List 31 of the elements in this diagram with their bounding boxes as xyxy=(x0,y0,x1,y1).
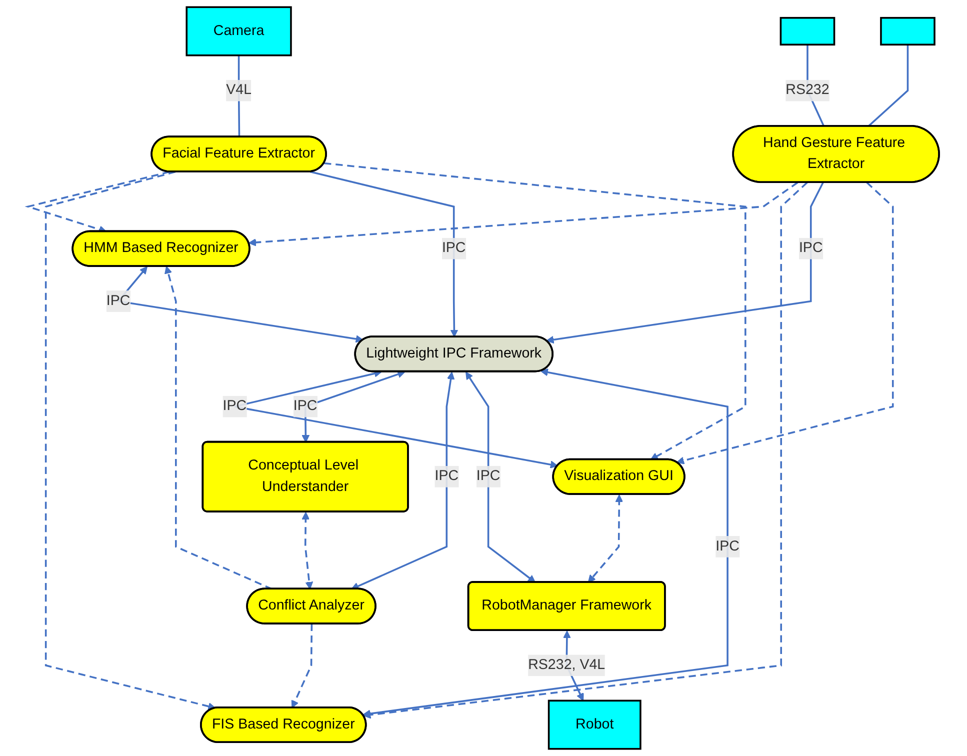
arrow xyxy=(324,162,746,460)
arrow xyxy=(248,182,798,246)
edge-label: IPC xyxy=(442,240,466,256)
arrow xyxy=(466,372,536,583)
arrow xyxy=(362,368,728,718)
arrow xyxy=(351,372,455,590)
edge-label: V4L xyxy=(226,82,252,98)
edge-label: IPC xyxy=(798,240,823,256)
connector xyxy=(868,44,909,127)
edge-label: IPC xyxy=(434,468,459,484)
edge-label: IPC xyxy=(293,398,318,414)
edge-label: IPC xyxy=(716,538,740,554)
edge-label: RS232, V4L xyxy=(528,657,606,673)
node-box: Camera xyxy=(186,6,292,56)
arrow xyxy=(302,370,406,443)
edge-label: IPC xyxy=(106,293,130,308)
arrow xyxy=(44,170,216,710)
edge-label: RS232 xyxy=(786,82,830,98)
node-box xyxy=(780,16,836,46)
arrow xyxy=(310,170,458,338)
arrow xyxy=(302,512,314,590)
arrow xyxy=(588,494,624,583)
edge-label: IPC xyxy=(476,468,500,484)
arrow xyxy=(546,182,824,344)
arrow xyxy=(164,266,272,590)
edge-label: IPC xyxy=(222,398,247,414)
arrow xyxy=(676,182,894,464)
node-box: Robot xyxy=(548,700,642,750)
node-box xyxy=(880,16,936,46)
arrow xyxy=(291,624,313,708)
arrow xyxy=(363,182,808,719)
